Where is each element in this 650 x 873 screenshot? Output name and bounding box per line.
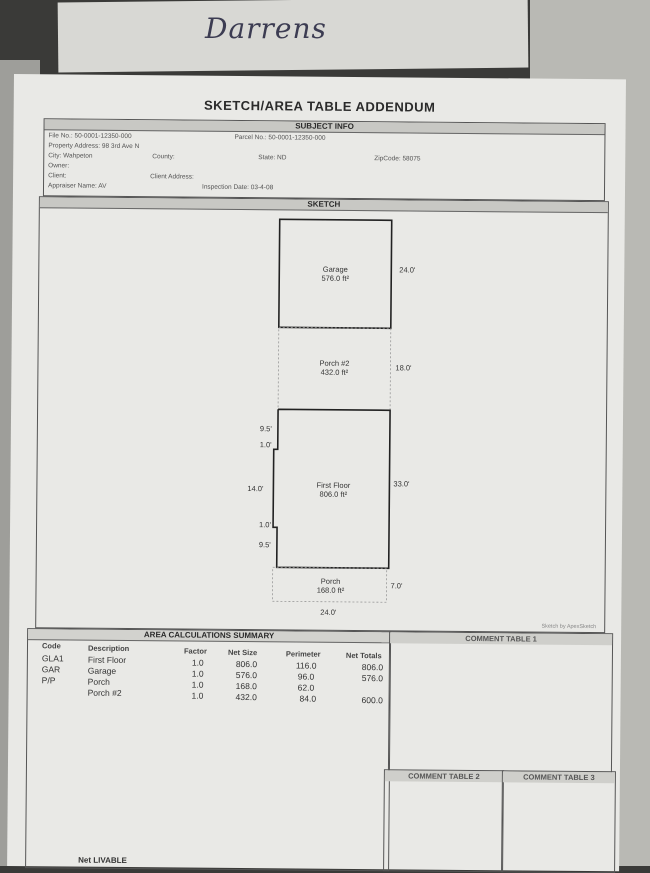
comment-table-1-header: COMMENT TABLE 1 bbox=[390, 632, 613, 646]
col-header-net-size: Net Size bbox=[227, 647, 258, 658]
first-floor-label: First Floor bbox=[317, 481, 351, 490]
first-floor-outline bbox=[272, 408, 391, 570]
bottom-dimension: 24.0' bbox=[320, 608, 337, 617]
row-factor: 1.0 bbox=[191, 657, 204, 668]
property-address: Property Address: 98 3rd Ave N bbox=[48, 142, 140, 151]
porch2-dimension: 18.0' bbox=[395, 363, 412, 372]
garage-dimension: 24.0' bbox=[399, 265, 416, 274]
first-floor-dimension: 33.0' bbox=[393, 479, 410, 488]
porch-label: Porch bbox=[321, 577, 341, 586]
row-net-total: 806.0 bbox=[361, 662, 384, 673]
row-factor: 1.0 bbox=[191, 690, 204, 701]
left-dim-middle: 14.0' bbox=[247, 484, 264, 493]
client: Client: bbox=[48, 172, 67, 180]
row-description: Porch bbox=[87, 676, 110, 687]
row-code: P/P bbox=[41, 675, 56, 686]
row-net-size: 168.0 bbox=[235, 680, 257, 692]
subject-info-box: SUBJECT INFO File No.: 50-0001-12350-000… bbox=[42, 118, 606, 202]
garage-area: 576.0 ft² bbox=[321, 274, 349, 283]
col-header-perimeter: Perimeter bbox=[285, 649, 321, 659]
document-title: SKETCH/AREA TABLE ADDENDUM bbox=[203, 97, 436, 115]
parcel-no: Parcel No.: 50-0001-12350-000 bbox=[234, 133, 326, 142]
city: City: Wahpeton bbox=[48, 152, 93, 160]
row-perimeter: 116.0 bbox=[295, 660, 317, 671]
row-net-size: 576.0 bbox=[235, 669, 258, 681]
county: County: bbox=[152, 153, 175, 161]
left-dim-step-top: 1.0' bbox=[260, 440, 273, 449]
col-header-description: Description bbox=[87, 643, 130, 654]
net-livable-label: Net LIVABLE bbox=[78, 855, 127, 866]
porch2-label: Porch #2 bbox=[319, 359, 349, 368]
row-perimeter: 96.0 bbox=[297, 671, 315, 682]
porch-area: 168.0 ft² bbox=[317, 586, 345, 595]
row-net-total: 576.0 bbox=[361, 673, 384, 684]
comment-table-2-header: COMMENT TABLE 2 bbox=[384, 770, 503, 783]
row-net-size: 432.0 bbox=[235, 691, 257, 703]
client-address: Client Address: bbox=[150, 173, 194, 181]
col-header-code: Code bbox=[41, 641, 61, 651]
left-dim-bottom: 9.5' bbox=[259, 540, 272, 549]
row-net-total: 600.0 bbox=[361, 695, 383, 706]
area-calculations-box: AREA CALCULATIONS SUMMARY Code Descripti… bbox=[25, 628, 392, 872]
comment-table-3-header: COMMENT TABLE 3 bbox=[502, 771, 615, 784]
porch2-area: 432.0 ft² bbox=[321, 368, 349, 377]
row-perimeter: 84.0 bbox=[299, 693, 317, 704]
file-no: File No.: 50-0001-12350-000 bbox=[48, 132, 132, 141]
handwritten-note: Darrens bbox=[205, 12, 327, 45]
row-perimeter: 62.0 bbox=[297, 682, 315, 693]
first-floor-area: 806.0 ft² bbox=[320, 490, 348, 499]
row-factor: 1.0 bbox=[191, 668, 204, 679]
row-description: First Floor bbox=[87, 654, 127, 666]
comment-table-1: COMMENT TABLE 1 bbox=[387, 631, 614, 774]
comment-table-3: COMMENT TABLE 3 bbox=[501, 770, 616, 873]
area-calc-header: AREA CALCULATIONS SUMMARY bbox=[28, 629, 391, 644]
sketch-credit: Sketch by ApexSketch bbox=[541, 623, 597, 631]
zip-code: ZipCode: 58075 bbox=[374, 155, 421, 163]
porch-outline bbox=[272, 566, 388, 603]
row-code: GAR bbox=[41, 664, 61, 675]
left-dim-step-bottom: 1.0' bbox=[259, 520, 272, 529]
row-code: GLA1 bbox=[41, 653, 64, 664]
garage-label: Garage bbox=[323, 265, 348, 274]
owner: Owner: bbox=[48, 162, 70, 170]
col-header-factor: Factor bbox=[183, 646, 207, 656]
comment-table-2: COMMENT TABLE 2 bbox=[383, 769, 504, 873]
col-header-net-totals: Net Totals bbox=[345, 650, 382, 661]
state: State: ND bbox=[258, 154, 287, 162]
row-description: Garage bbox=[87, 665, 117, 676]
porch-dimension: 7.0' bbox=[391, 581, 404, 590]
row-factor: 1.0 bbox=[191, 679, 204, 690]
addendum-page: SKETCH/AREA TABLE ADDENDUM SUBJECT INFO … bbox=[7, 74, 626, 873]
row-description: Porch #2 bbox=[87, 687, 122, 698]
left-dim-top: 9.5' bbox=[260, 424, 273, 433]
floor-plan-sketch: Garage 576.0 ft² 24.0' Porch #2 432.0 ft… bbox=[247, 218, 416, 617]
appraiser-name: Appraiser Name: AV bbox=[47, 182, 107, 190]
row-net-size: 806.0 bbox=[235, 658, 258, 670]
sketch-box: SKETCH Garage 576.0 ft² 24.0' Porch #2 4… bbox=[35, 196, 609, 634]
inspection-date: Inspection Date: 03-4-08 bbox=[201, 183, 274, 192]
